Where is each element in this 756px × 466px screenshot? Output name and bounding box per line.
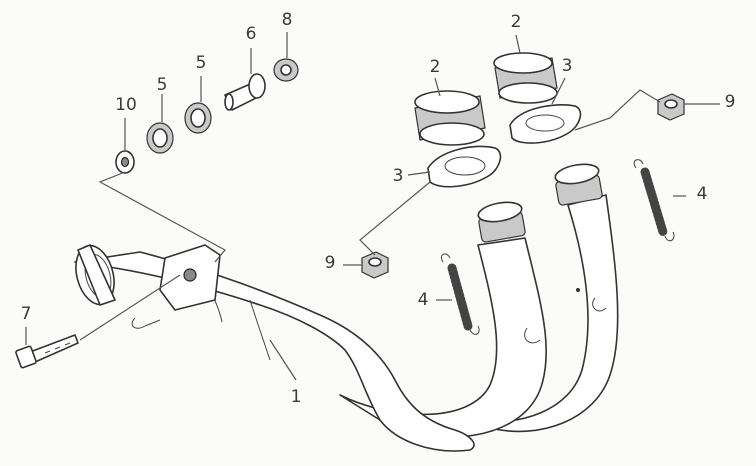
spring-4-left (440, 253, 480, 335)
callout-4-right: 4 (697, 184, 708, 204)
callout-1: 1 (291, 387, 302, 407)
callout-3-left: 3 (393, 166, 404, 186)
callout-6: 6 (246, 24, 257, 44)
flange-nut-9-left (361, 251, 389, 279)
spring-4-right (633, 159, 675, 242)
callout-labels: 1 2 2 3 3 4 4 5 5 6 7 8 9 9 10 (21, 10, 736, 407)
callout-5-right: 5 (196, 53, 207, 73)
nut-8 (273, 58, 299, 82)
callout-10: 10 (115, 95, 137, 115)
callout-2-right: 2 (511, 12, 522, 32)
callout-5-left: 5 (157, 75, 168, 95)
callout-8: 8 (282, 10, 293, 30)
leader-lines (25, 32, 720, 381)
exhaust-flange-3-right (509, 104, 582, 144)
callout-3-right: 3 (562, 56, 573, 76)
rubber-grommet-5-left (146, 122, 174, 154)
exhaust-flange-3-left (427, 145, 502, 188)
callout-7: 7 (21, 304, 32, 324)
flange-bolt (15, 334, 79, 369)
washer-10 (115, 150, 135, 174)
callout-9-right: 9 (725, 92, 736, 112)
flange-nut-9-right (657, 93, 685, 121)
collar-6 (224, 73, 266, 111)
exhaust-pipe-assembly (74, 163, 619, 452)
callout-4-left: 4 (418, 290, 429, 310)
exhaust-gasket-2-right (493, 52, 558, 104)
callout-9-left: 9 (325, 253, 336, 273)
exhaust-gasket-2-left (414, 90, 486, 146)
callout-2-left: 2 (430, 57, 441, 77)
rubber-grommet-5-right (184, 102, 212, 134)
